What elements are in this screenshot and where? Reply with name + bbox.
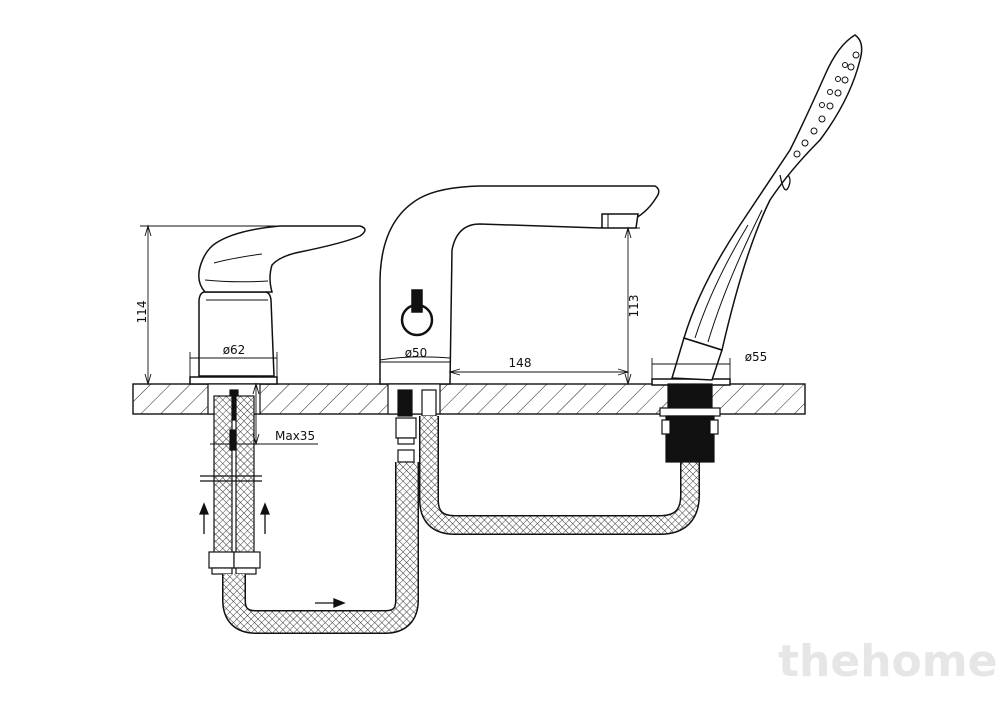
lever-mixer-shank [200,383,262,575]
dim-shower-base-diameter: ø55 [745,350,768,364]
lever-mixer [189,225,366,385]
shower-nozzles [793,51,860,158]
spout-shank [387,383,441,463]
hand-shower [651,34,863,386]
dim-lever-base-diameter: ø62 [223,343,246,357]
shower-hose [419,416,700,535]
dim-spout-reach: 148 [509,356,532,370]
connecting-hose [222,462,419,634]
dim-spout-base-diameter: ø50 [405,346,428,360]
spout [379,185,660,385]
dim-spout-height: 113 [627,295,641,318]
watermark-logo: thehome [778,636,998,687]
dimension-lines [140,224,731,446]
flow-arrow-icon [199,502,346,608]
dim-lever-height: 114 [135,301,149,324]
shower-shank [659,383,721,463]
dim-max-deck-thickness: Max35 [275,429,315,443]
